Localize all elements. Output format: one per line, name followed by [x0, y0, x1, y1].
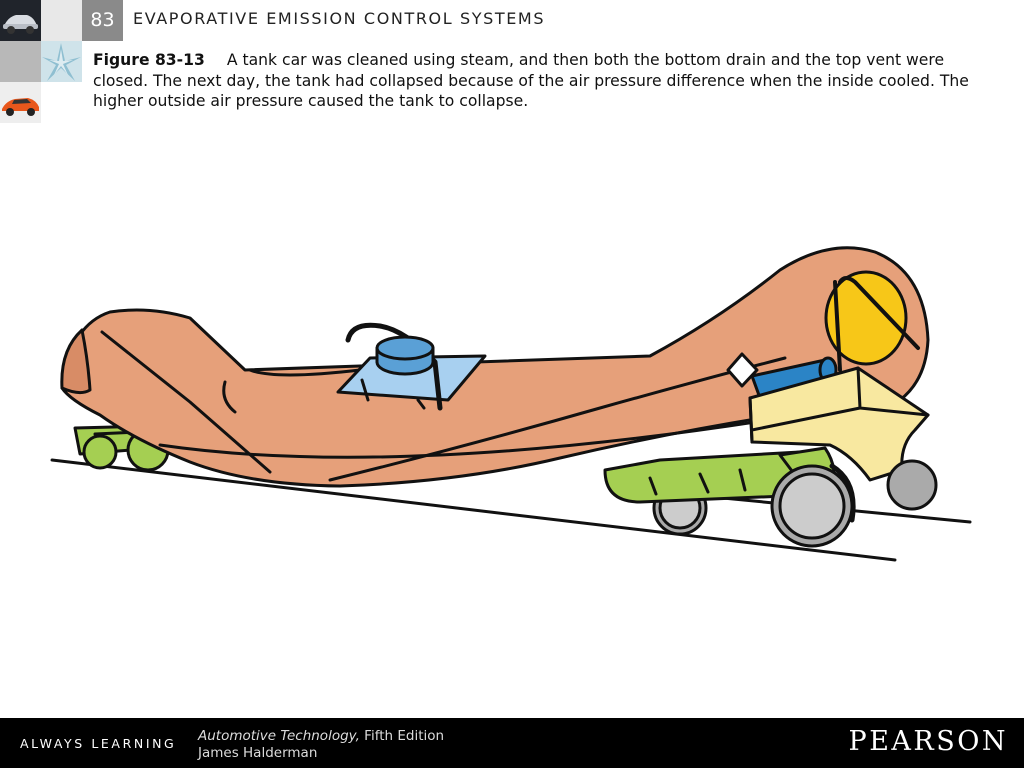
car-thumbnail-icon [0, 0, 41, 41]
end-ladder [838, 276, 920, 350]
gray-thumbnail [0, 41, 41, 82]
crease-line [100, 330, 272, 474]
crease-line [328, 356, 787, 482]
footer-tagline: ALWAYS LEARNING [20, 736, 177, 751]
crease-line [158, 413, 802, 459]
chapter-title: EVAPORATIVE EMISSION CONTROL SYSTEMS [133, 9, 546, 28]
collapsed-tank-body [60, 246, 930, 488]
chapter-number: 83 [82, 0, 123, 41]
caption-text: A tank car was cleaned using steam, and … [93, 51, 969, 110]
end-ladder [833, 280, 842, 372]
publisher-logo: PEARSON [848, 726, 1008, 757]
book-credit: Automotive Technology, Fifth Edition Jam… [198, 728, 444, 762]
collapsed-tank-car-illustration [50, 246, 972, 562]
header-thumbnails [0, 0, 82, 123]
book-author: James Halderman [198, 745, 318, 761]
crease-line [248, 368, 362, 377]
book-title: Automotive Technology, [198, 728, 360, 744]
blank-thumbnail [41, 0, 82, 41]
book-edition: Fifth Edition [359, 728, 445, 744]
right-truck [603, 446, 938, 548]
sports-car-thumbnail-icon [0, 82, 41, 123]
top-hatch [336, 322, 487, 411]
placard-diamond [726, 352, 759, 388]
blank-thumbnail [41, 82, 82, 123]
tank-left-end [60, 328, 92, 395]
footer-bar: ALWAYS LEARNING Automotive Technology, F… [0, 718, 1024, 768]
crease-line [222, 380, 237, 414]
rail-front [50, 458, 897, 562]
figure-label: Figure 83-13 [93, 51, 205, 69]
tank-end-disc [824, 270, 908, 366]
crystal-thumbnail-icon [41, 41, 82, 82]
